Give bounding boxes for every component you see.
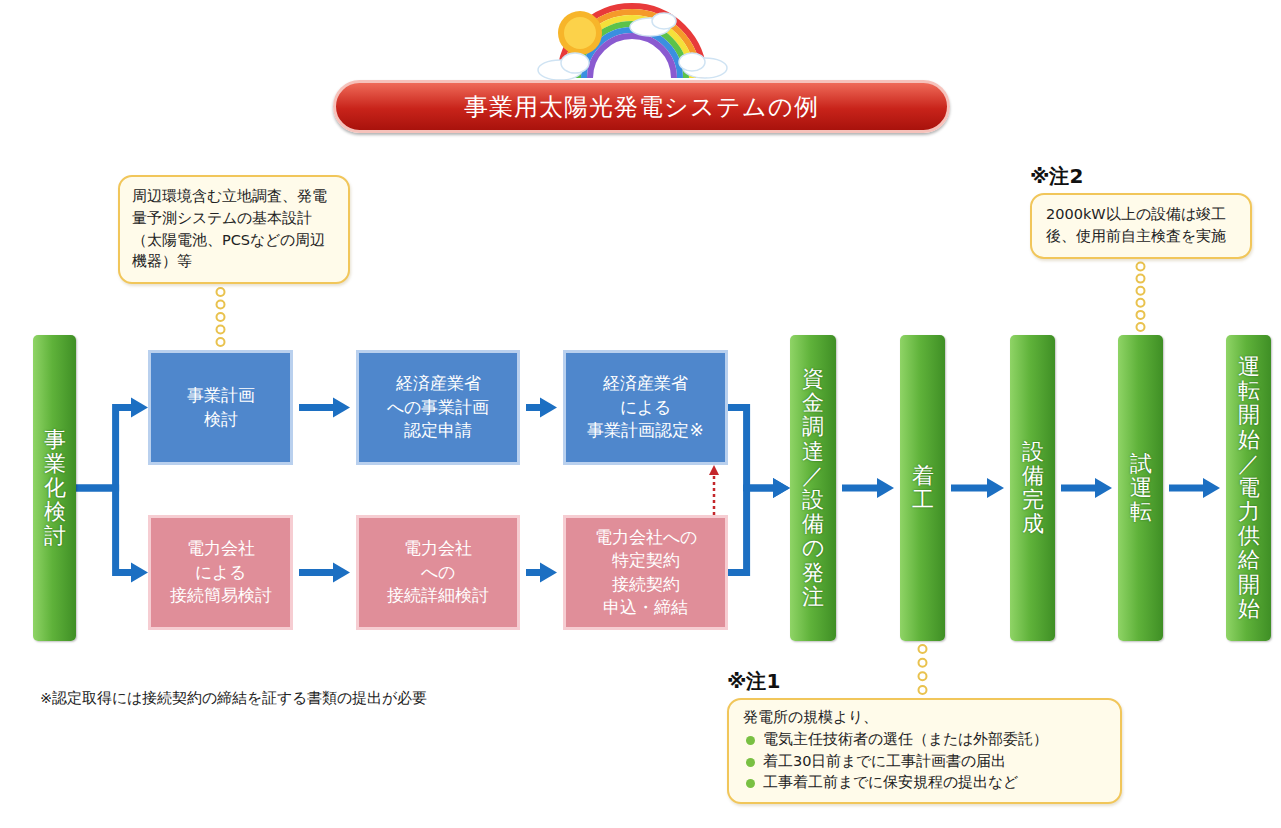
vertical-label: 設備完成 — [1022, 440, 1044, 537]
callout-box: ※注1 発電所の規模より、電気主任技術者の選任（または外部委託）着工30日前までに… — [727, 668, 1122, 804]
note-heading: ※注1 — [727, 668, 1122, 694]
callout-text: 周辺環境含む立地調査、発電量予測システムの基本設計（太陽電池、PCSなどの周辺機… — [132, 186, 336, 273]
callout-frame: 2000kW以上の設備は竣工後、使用前自主検査を実施 — [1030, 193, 1252, 259]
box-label: 事業計画 検討 — [183, 384, 258, 431]
flow-arrow — [76, 398, 148, 489]
flow-arrow — [299, 563, 350, 583]
flow-arrow — [526, 398, 557, 418]
vertical-label: 着工 — [912, 464, 934, 512]
flow-arrow — [728, 478, 790, 573]
callout-box: ※注2 2000kW以上の設備は竣工後、使用前自主検査を実施 — [1030, 163, 1252, 259]
flow-arrow — [951, 478, 1004, 498]
step-bar: 試運転 — [1118, 335, 1163, 641]
title-text: 事業用太陽光発電システムの例 — [464, 91, 819, 123]
step-bar: 運転開始／電力供給開始 — [1226, 335, 1271, 641]
step-bar: 着工 — [900, 335, 945, 641]
box-label: 電力会社への 特定契約 接続契約 申込・締結 — [594, 526, 698, 620]
process-box: 電力会社 への 接続詳細検討 — [356, 515, 520, 630]
process-box: 電力会社 による 接続簡易検討 — [148, 515, 293, 630]
flow-arrow — [76, 488, 148, 583]
dotted-arrow — [709, 465, 719, 515]
flow-arrow — [728, 408, 790, 499]
callout-box: 周辺環境含む立地調査、発電量予測システムの基本設計（太陽電池、PCSなどの周辺機… — [118, 175, 350, 284]
box-label: 経済産業省 による 事業計画認定※ — [585, 372, 707, 442]
bullet-item: 電気主任技術者の選任（または外部委託） — [743, 729, 1106, 751]
step-bar: 設備完成 — [1010, 335, 1055, 641]
callout-frame: 発電所の規模より、電気主任技術者の選任（または外部委託）着工30日前までに工事計… — [727, 698, 1122, 804]
note-text: ※認定取得には接続契約の締結を証する書類の提出が必要 — [40, 689, 427, 708]
bullet-item: 工事着工前までに保安規程の提出など — [743, 772, 1106, 794]
process-box: 事業計画 検討 — [148, 350, 293, 465]
box-label: 電力会社 による 接続簡易検討 — [169, 537, 273, 607]
vertical-label: 試運転 — [1130, 452, 1152, 525]
flow-arrow — [1061, 478, 1112, 498]
flow-arrow — [299, 398, 350, 418]
dotted-leader — [919, 645, 927, 694]
box-label: 電力会社 への 接続詳細検討 — [386, 537, 490, 607]
process-box: 経済産業省 による 事業計画認定※ — [563, 350, 728, 465]
vertical-label: 事業化検討 — [44, 428, 66, 549]
step-bar: 事業化検討 — [33, 335, 76, 641]
step-bar: 資金調達／設備の発注 — [790, 335, 836, 641]
process-box: 電力会社への 特定契約 接続契約 申込・締結 — [563, 515, 728, 630]
box-label: 経済産業省 への事業計画 認定申請 — [386, 372, 490, 442]
dotted-leader — [1137, 263, 1145, 332]
flow-arrow — [1169, 478, 1220, 498]
title-banner: 事業用太陽光発電システムの例 — [333, 80, 950, 133]
callout-text: 発電所の規模より、 — [743, 707, 1106, 729]
flow-arrow — [842, 478, 894, 498]
callout-text: 2000kW以上の設備は竣工後、使用前自主検査を実施 — [1046, 204, 1236, 248]
vertical-label: 資金調達／設備の発注 — [802, 367, 824, 609]
process-box: 経済産業省 への事業計画 認定申請 — [356, 350, 520, 465]
bullet-item: 着工30日前までに工事計画書の届出 — [743, 751, 1106, 773]
vertical-label: 運転開始／電力供給開始 — [1238, 355, 1260, 621]
flow-arrow — [526, 563, 557, 583]
dotted-leader — [217, 288, 225, 346]
note-heading: ※注2 — [1030, 163, 1252, 189]
